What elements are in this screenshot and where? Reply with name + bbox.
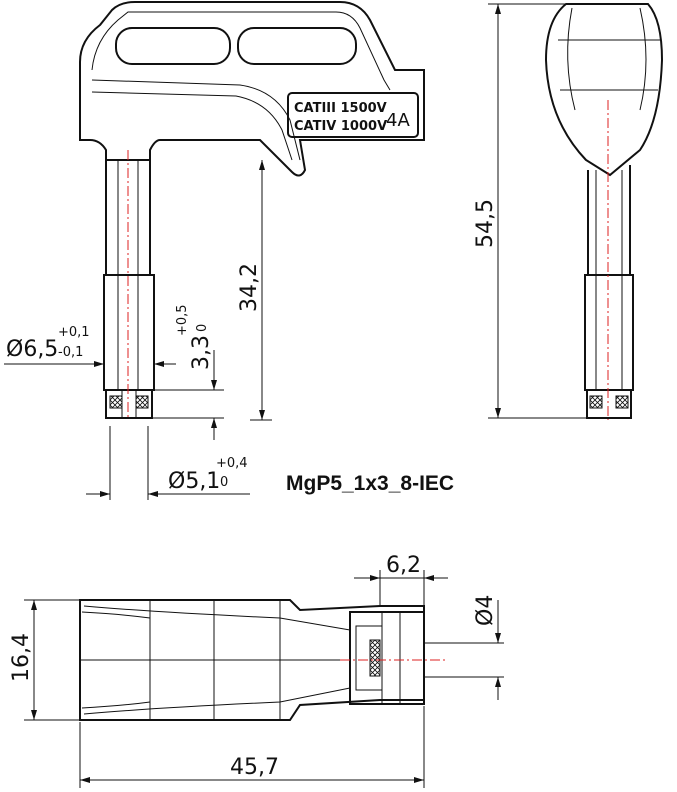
dim-pin-diameter-tol-upper: +0,4 bbox=[216, 456, 248, 471]
dim-bore-diameter: Ø4 bbox=[473, 595, 498, 626]
rating-current: 4A bbox=[386, 110, 410, 131]
rating-line-2: CATIV 1000V bbox=[294, 119, 387, 134]
dim-total-length: 45,7 bbox=[230, 755, 279, 780]
side-dimensions: 54,5 bbox=[473, 3, 587, 419]
dim-tip-diameter: Ø6,5 bbox=[6, 337, 58, 362]
side-view bbox=[544, 3, 664, 420]
dim-width: 16,4 bbox=[9, 633, 34, 682]
dim-tip-length-tol-upper: +0,5 bbox=[175, 304, 190, 336]
model-title: MgP5_1x3_8-IEC bbox=[286, 472, 454, 495]
front-dimensions: 34,2 3,3 +0,5 0 Ø6,5 +0,1 -0,1 Ø5,1 +0,4… bbox=[4, 160, 272, 500]
top-dimensions: 16,4 45,7 6,2 Ø4 bbox=[9, 553, 504, 788]
dim-tip-length-tol-lower: 0 bbox=[195, 324, 210, 332]
dim-pin-diameter-tol-lower: 0 bbox=[220, 475, 228, 490]
front-view: CATIII 1500V CATIV 1000V 4A bbox=[79, 0, 425, 420]
dim-total-height: 54,5 bbox=[473, 199, 498, 248]
dim-tip-length: 3,3 bbox=[189, 335, 214, 370]
dim-tip-diameter-tol-lower: -0,1 bbox=[58, 345, 83, 360]
dim-socket-length: 6,2 bbox=[386, 553, 421, 578]
dim-tip-diameter-tol-upper: +0,1 bbox=[58, 325, 90, 340]
rating-line-1: CATIII 1500V bbox=[294, 101, 387, 116]
top-view bbox=[79, 599, 446, 721]
dim-pin-diameter: Ø5,1 bbox=[168, 469, 220, 494]
dim-pin-length: 34,2 bbox=[237, 263, 262, 312]
